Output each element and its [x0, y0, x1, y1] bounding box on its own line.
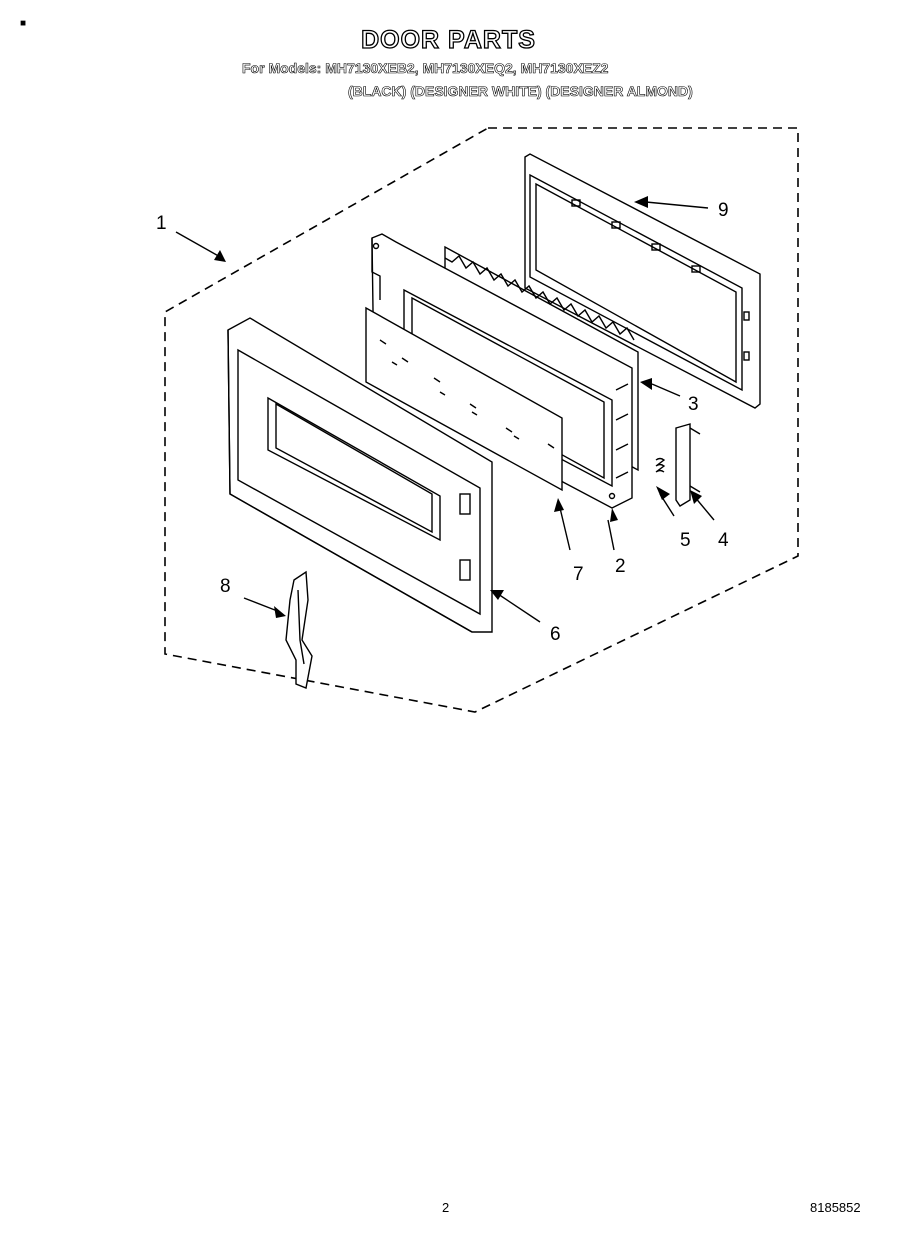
callout-9: 9	[718, 200, 729, 221]
part-4-latch-bracket	[675, 423, 701, 507]
page-number: 2	[442, 1200, 450, 1215]
models-line: For Models: MH7130XEB2, MH7130XEQ2, MH71…	[242, 60, 609, 77]
leader-lines	[175, 201, 715, 623]
page-title: DOOR PARTS	[360, 25, 536, 54]
callout-6: 6	[550, 624, 561, 645]
callout-4: 4	[718, 530, 729, 551]
callout-1: 1	[156, 213, 167, 234]
leader-arrowheads	[214, 196, 702, 618]
part-8-door-handle	[285, 570, 313, 689]
callout-8: 8	[220, 576, 231, 597]
corner-mark: ■	[20, 18, 27, 29]
callout-2: 2	[615, 556, 626, 577]
part-6-outer-door	[227, 317, 493, 633]
callout-3: 3	[688, 394, 699, 415]
document-code: 8185852	[810, 1200, 861, 1215]
colors-line: (BLACK) (DESIGNER WHITE) (DESIGNER ALMON…	[348, 83, 693, 100]
part-9-door-frame	[524, 153, 761, 409]
part-5-spring	[655, 457, 666, 473]
callout-7: 7	[573, 564, 584, 585]
callout-5: 5	[680, 530, 691, 551]
part-7-door-glass	[365, 306, 563, 492]
assembly-boundary	[164, 127, 799, 713]
